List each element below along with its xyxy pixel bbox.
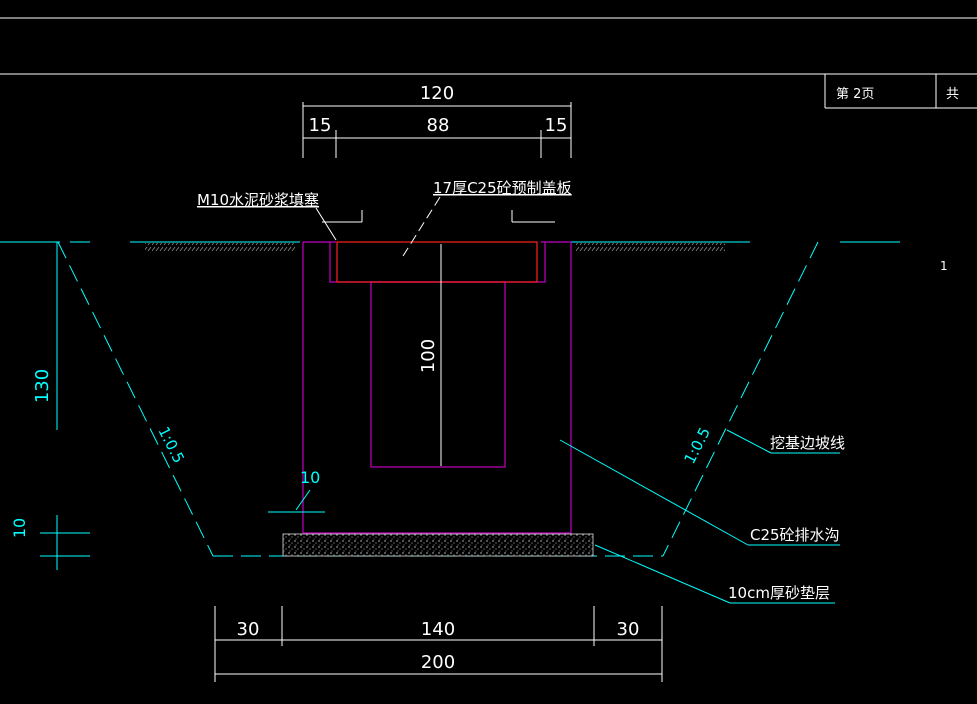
soil-hatch-right [575, 243, 725, 253]
bottom-dimensions: 30 140 30 200 [214, 606, 663, 682]
dim-cover-middle: 88 [427, 115, 450, 136]
drain-outer-wall [302, 242, 572, 534]
slope-right-label: 1:0.5 [681, 424, 714, 466]
dim-bottom-middle: 140 [421, 619, 455, 640]
drain-inner-channel [370, 281, 506, 468]
label-sand-bedding: 10cm厚砂垫层 [728, 584, 830, 602]
trench-depth-dimension: 130 10 [10, 242, 90, 570]
dim-bottom-left: 30 [237, 619, 260, 640]
page-label: 第 2页 [836, 87, 874, 102]
dim-cover-width: 120 [420, 83, 454, 104]
total-label: 共 [946, 87, 959, 102]
label-cover-slab: 17厚C25砼预制盖板 [433, 179, 572, 197]
top-dimensions: 120 15 88 15 [302, 83, 572, 158]
dim-trench-depth: 130 [32, 369, 53, 403]
right-annotations: 挖基边坡线 C25砼排水沟 10cm厚砂垫层 [559, 429, 845, 604]
dim-inner-depth: 100 [418, 339, 439, 373]
dim-cover-left: 15 [309, 115, 332, 136]
cover-annotations: M10水泥砂浆填塞 17厚C25砼预制盖板 [197, 179, 572, 257]
label-mortar: M10水泥砂浆填塞 [197, 191, 319, 209]
dim-wall-thickness: 10 [300, 468, 320, 487]
dim-cover-right: 15 [545, 115, 568, 136]
sand-bedding [282, 533, 594, 557]
slope-left-label: 1:0.5 [154, 424, 187, 466]
inner-depth-dimension: 100 [418, 244, 442, 466]
dim-bottom-right: 30 [617, 619, 640, 640]
dim-bottom-total: 200 [421, 652, 455, 673]
label-excavation-line: 挖基边坡线 [770, 434, 845, 452]
cover-slab [336, 241, 538, 283]
drain-structure [282, 241, 594, 557]
side-number: 1 [940, 259, 948, 273]
label-drain: C25砼排水沟 [750, 526, 840, 544]
title-block: 第 2页 共 [0, 17, 977, 109]
dim-bedding-thickness: 10 [10, 518, 29, 538]
ground-line [0, 241, 900, 253]
excavation-slopes: 1:0.5 1:0.5 [57, 241, 819, 557]
soil-hatch-left [145, 243, 295, 253]
wall-thickness-dimension: 10 [268, 468, 325, 513]
